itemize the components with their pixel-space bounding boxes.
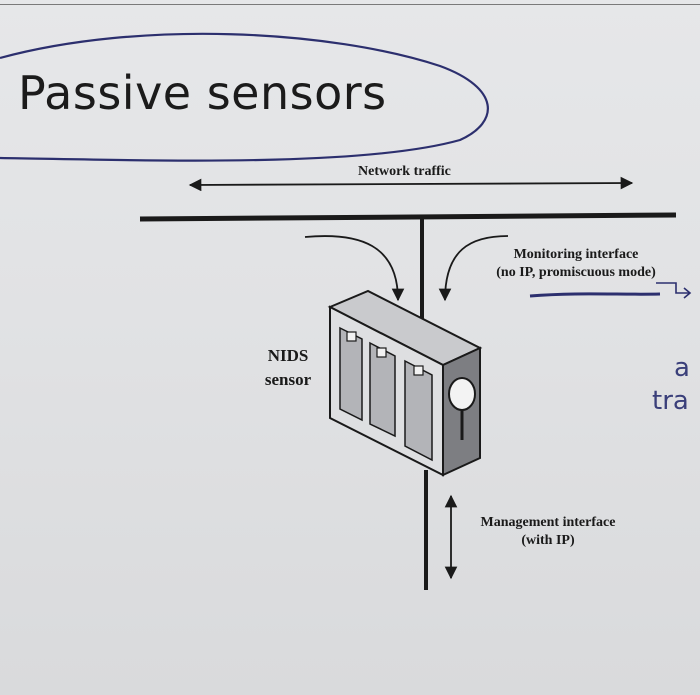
management-interface-label: Management interface (with IP): [458, 514, 638, 550]
handwritten-note-tr: tra: [652, 386, 689, 416]
management-label-line2: (with IP): [521, 533, 575, 548]
title-ink-oval: [0, 32, 489, 162]
nids-sensor-label: NIDS sensor: [248, 344, 328, 392]
nids-label-line1: NIDS: [267, 346, 309, 365]
monitor-arrow-left: [304, 235, 405, 302]
nids-label-line2: sensor: [264, 370, 312, 389]
network-traffic-label: Network traffic: [358, 164, 451, 179]
handwritten-note-a: a: [674, 353, 690, 383]
management-label-line1: Management interface: [480, 515, 616, 530]
ink-underline: [529, 292, 661, 298]
page-title: Passive sensors: [18, 66, 387, 120]
page-top-rule: [0, 4, 700, 5]
monitoring-label-line2: (no IP, promiscuous mode): [496, 265, 656, 280]
monitor-arrow-right: [438, 235, 509, 302]
network-backbone: [139, 212, 677, 222]
ink-arrow: [656, 282, 690, 294]
monitoring-interface-label: Monitoring interface (no IP, promiscuous…: [466, 246, 686, 282]
network-traffic-arrow: [188, 176, 634, 192]
monitoring-label-line1: Monitoring interface: [513, 247, 639, 262]
magnifier-icon: [448, 377, 476, 440]
